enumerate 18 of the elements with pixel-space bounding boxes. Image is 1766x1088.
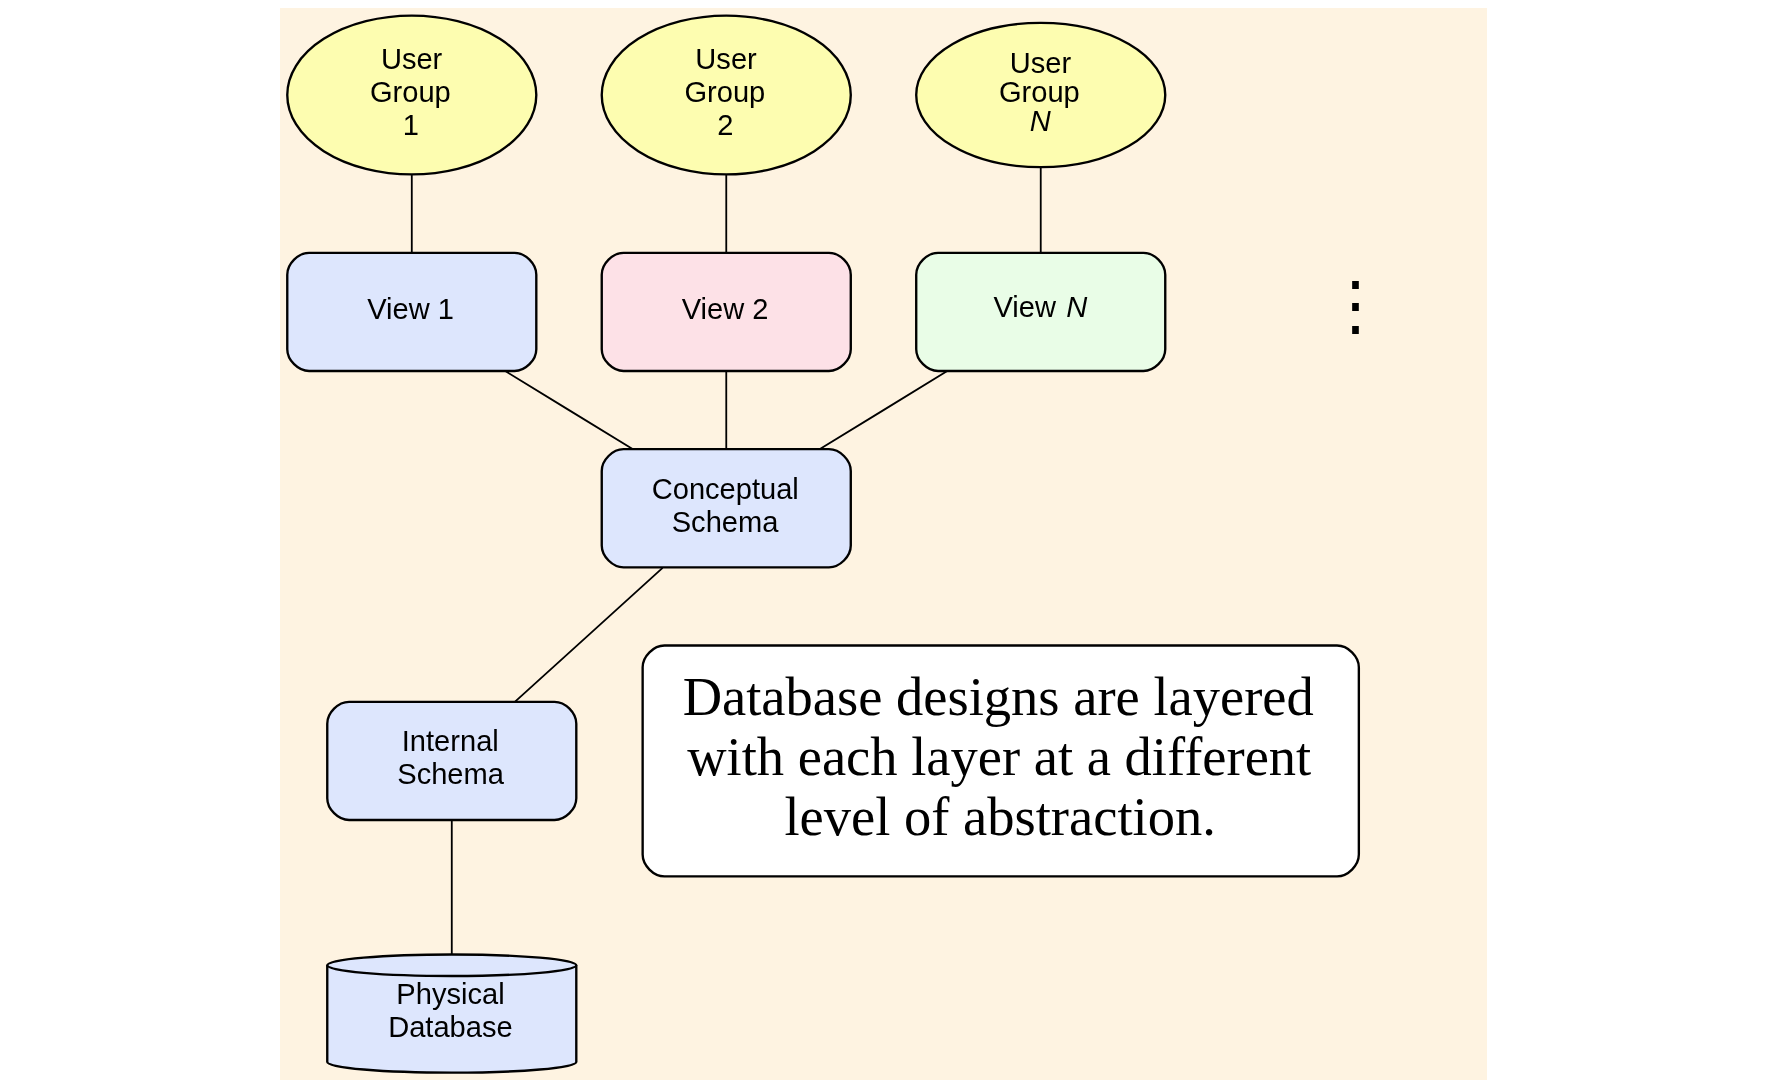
node-box: Internal Schema — [325, 700, 577, 822]
node-box: Database designs are layered with each layer at a different level of abstraction. — [640, 644, 1360, 878]
connector — [450, 819, 453, 956]
connector — [724, 174, 727, 254]
node-box: View 1 — [285, 251, 537, 373]
connector — [724, 370, 727, 450]
node-ellipse: User Group 1 — [285, 14, 537, 176]
node-box: View 2 — [600, 251, 852, 373]
connector — [503, 370, 633, 450]
connector — [513, 566, 663, 703]
connector — [1039, 166, 1042, 254]
label: ⋮ — [1322, 268, 1388, 342]
node-box: View N — [914, 251, 1166, 373]
node-ellipse: User Group N — [914, 21, 1166, 169]
node-ellipse: User Group 2 — [600, 14, 852, 176]
connector — [818, 370, 948, 450]
node-box: Conceptual Schema — [600, 448, 852, 569]
connector — [410, 174, 413, 254]
